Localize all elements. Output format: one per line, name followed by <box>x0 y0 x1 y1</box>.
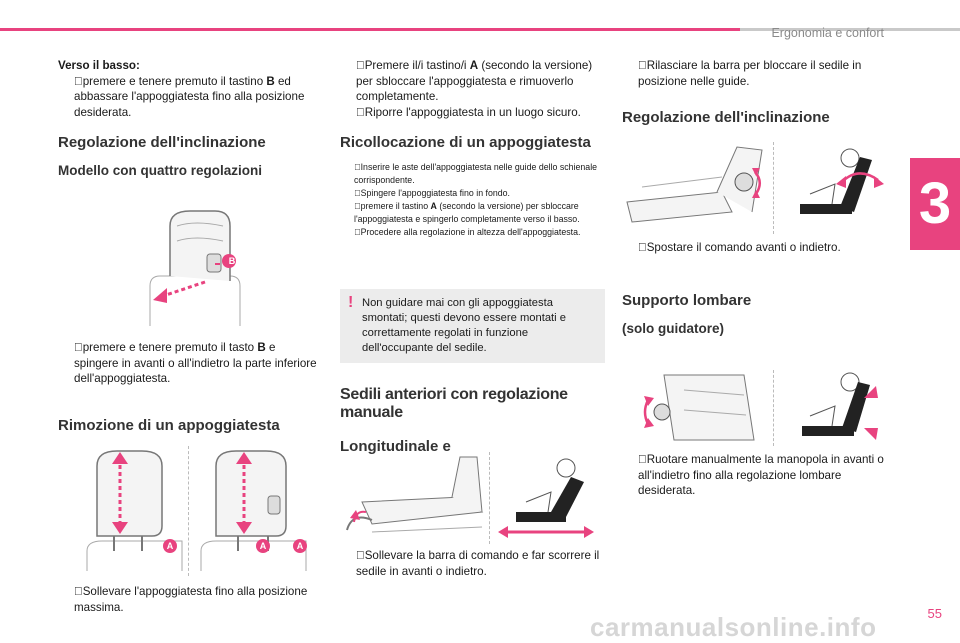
label-b: B <box>228 256 236 266</box>
heading-remove: Rimozione di un appoggiatesta <box>58 416 280 434</box>
remove-bullet: Sollevare l'appoggiatesta fino alla posi… <box>74 585 308 614</box>
lumbar-illustration <box>643 374 755 441</box>
unlock-bullet: Premere il/i tastino/i A (secondo la ver… <box>356 59 593 103</box>
column-1: Verso il basso: premere e tenere premuto… <box>58 58 323 178</box>
column-1-lower: premere e tenere premuto il tasto B e sp… <box>58 340 323 434</box>
refit-step-1: Inserire le aste dell'appoggiatesta nell… <box>354 162 598 185</box>
column-1-bottom: Sollevare l'appoggiatesta fino alla posi… <box>58 584 323 615</box>
lumbar-divider <box>773 370 775 446</box>
seat-longitudinal-illustration <box>346 456 484 533</box>
warning-icon: ! <box>348 294 354 311</box>
tilt-bullet: premere e tenere premuto il tasto B e sp… <box>74 341 317 385</box>
chapter-title: Ergonomia e confort <box>771 26 884 40</box>
longitudinal-divider <box>489 452 491 544</box>
heading-longitudinal: Longitudinale e <box>340 438 451 455</box>
heading-lumbar: Supporto lombare <box>622 291 752 309</box>
headrest-removal-illustration-b <box>200 450 307 571</box>
column-2-bottom: Sollevare la barra di comando e far scor… <box>340 548 605 579</box>
refit-step-4: Procedere alla regolazione in altezza de… <box>360 227 581 237</box>
warning-box: ! Non guidare mai con gli appoggiatesta … <box>340 289 605 363</box>
label-a-left: A <box>166 541 174 551</box>
heading-tilt: Regolazione dell'inclinazione <box>58 134 266 151</box>
heading-seat-tilt: Regolazione dell'inclinazione <box>622 109 830 126</box>
refit-step-3: premere il tastino A (secondo la version… <box>354 201 580 224</box>
refit-step-2: Spingere l'appoggiatesta fino in fondo. <box>360 188 510 198</box>
chapter-number-tab: 3 <box>910 158 960 250</box>
lower-title: Verso il basso: <box>58 59 140 72</box>
seat-recline-diagram <box>800 148 884 214</box>
lower-bullet: premere e tenere premuto il tastino B ed… <box>74 74 305 119</box>
header-accent-bar <box>0 28 740 31</box>
release-bullet: Rilasciare la barra per bloccare il sedi… <box>638 59 862 88</box>
heading-four-way: Modello con quattro regolazioni <box>58 163 262 178</box>
illustration-divider <box>188 446 190 576</box>
page-number: 55 <box>927 606 942 621</box>
store-bullet: Riporre l'appoggiatesta in un luogo sicu… <box>364 105 581 119</box>
heading-manual-seats: Sedili anteriori con regolazione manuale <box>340 386 568 421</box>
headrest-removal-illustration-a <box>86 450 183 571</box>
column-3-bottom: Ruotare manualmente la manopola in avant… <box>622 452 887 499</box>
refit-list: Inserire le aste dell'appoggiatesta nell… <box>340 161 605 239</box>
heading-driver-only: (solo guidatore) <box>622 320 724 336</box>
heading-refit: Ricollocazione di un appoggiatesta <box>340 134 591 151</box>
headrest-tilt-illustration <box>149 210 241 326</box>
recline-bullet: Spostare il comando avanti o indietro. <box>646 241 841 254</box>
seat-longitudinal-diagram <box>498 458 594 538</box>
label-a-right: A <box>296 541 304 551</box>
longitudinal-bullet: Sollevare la barra di comando e far scor… <box>356 549 600 578</box>
header-rule <box>740 28 960 31</box>
seat-recline-illustration <box>626 146 763 223</box>
column-3-middle: Spostare il comando avanti o indietro. S… <box>622 240 887 336</box>
lumbar-bullet: Ruotare manualmente la manopola in avant… <box>638 453 884 497</box>
column-3: Rilasciare la barra per bloccare il sedi… <box>622 58 887 126</box>
column-2-lower: Sedili anteriori con regolazione manuale… <box>340 386 605 455</box>
label-a-middle: A <box>259 541 267 551</box>
recline-divider <box>773 142 775 234</box>
lumbar-diagram <box>802 372 878 440</box>
column-2: Premere il/i tastino/i A (secondo la ver… <box>340 58 605 239</box>
watermark: carmanualsonline.info <box>590 612 877 642</box>
